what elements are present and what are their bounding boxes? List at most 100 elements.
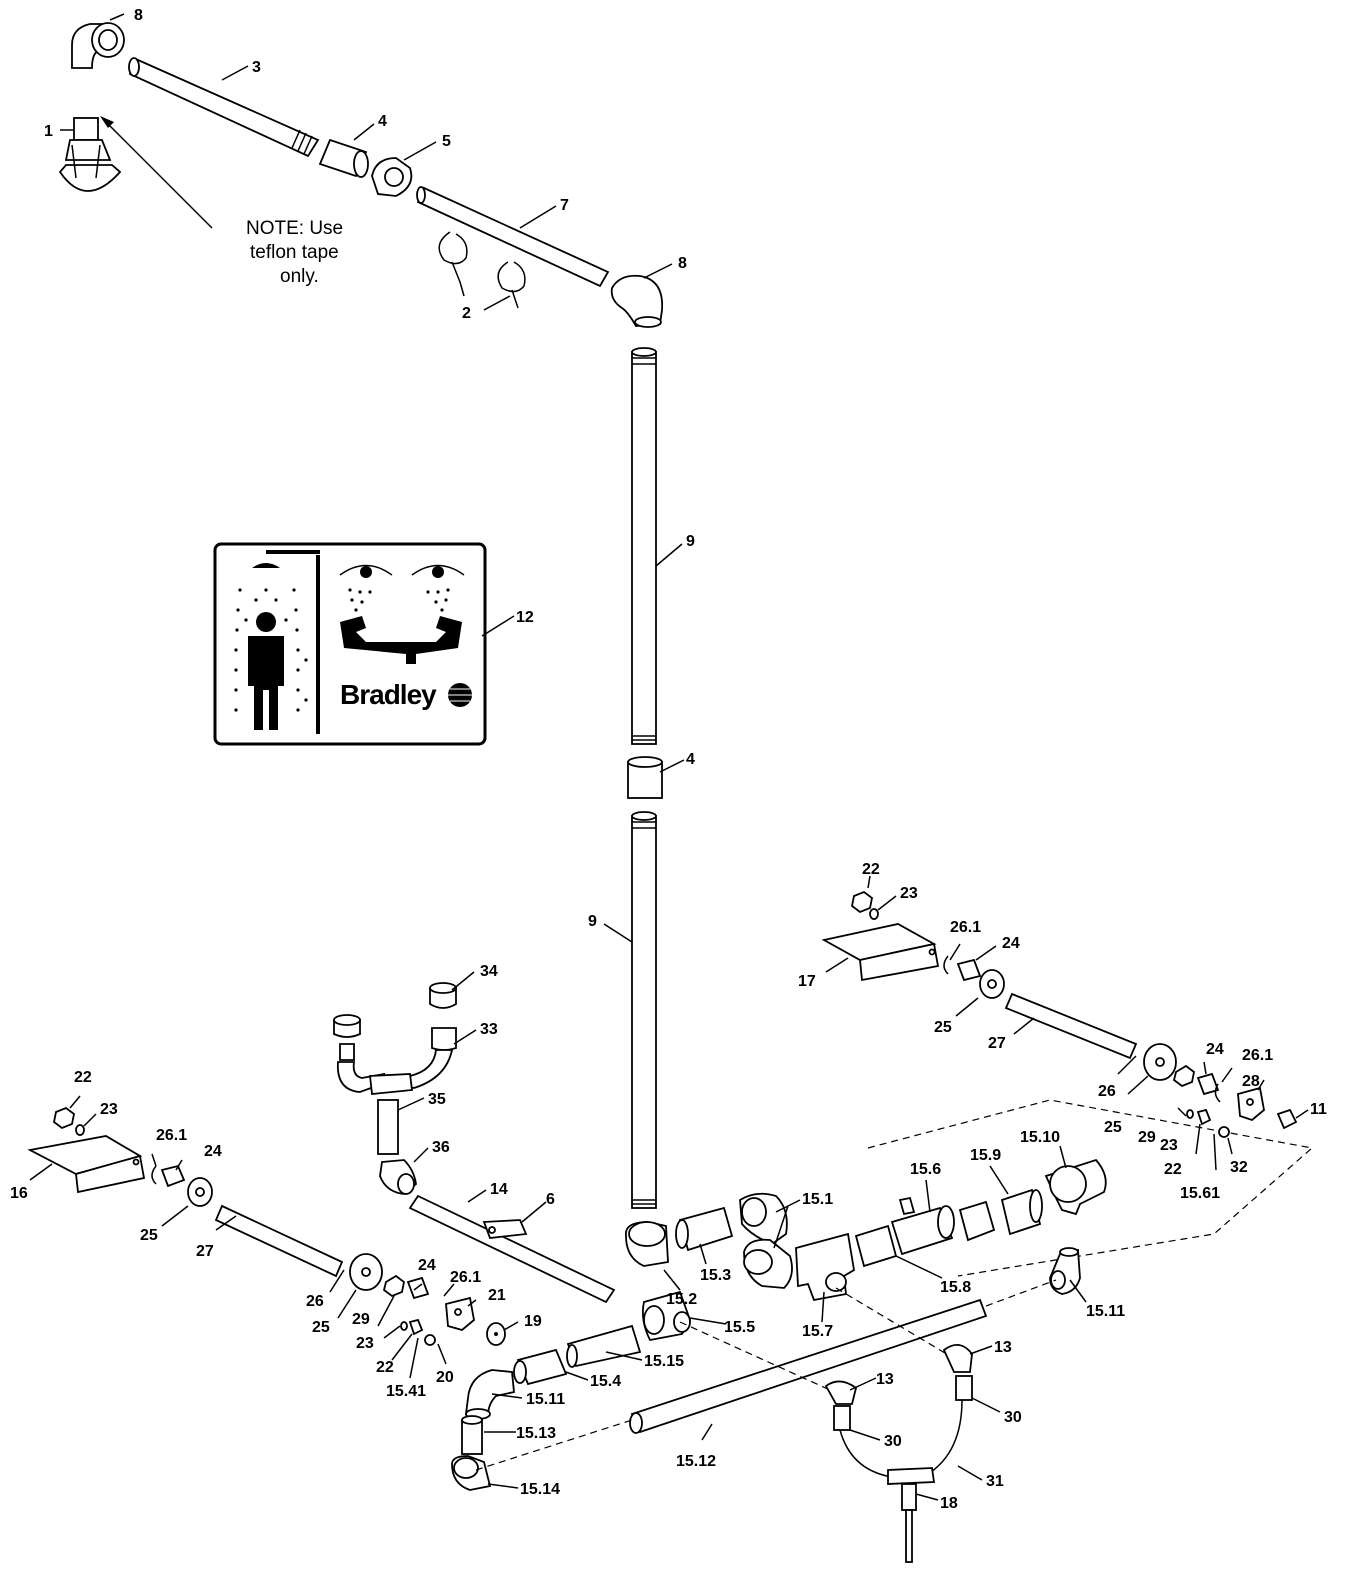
label-20: 20: [436, 1369, 454, 1386]
label-12: 12: [516, 609, 534, 626]
label-25b: 25: [1104, 1119, 1122, 1136]
label-26-1c: 26.1: [156, 1127, 187, 1144]
nipple-15-8: [854, 1224, 898, 1268]
label-26a: 26: [1098, 1083, 1116, 1100]
elbow-15-11-right: [1049, 1247, 1081, 1295]
part-labels: 8 3 1 4 5 7 8 2 9 12 4 9 22 23 26.1 24 1…: [10, 7, 1327, 1512]
label-16: 16: [10, 1185, 28, 1202]
label-30a: 30: [1004, 1409, 1022, 1426]
escutcheon-6: [482, 1219, 528, 1239]
label-28: 28: [1242, 1073, 1260, 1090]
treadle-17: [821, 923, 940, 982]
eyewash-yoke-33: [333, 1014, 457, 1095]
nipple-15-8b: [958, 1200, 996, 1242]
note-line-3: only.: [280, 266, 319, 287]
nut-24-left: [160, 1164, 186, 1188]
bushing-15-9: [1000, 1188, 1043, 1236]
brand-globe-icon: [448, 683, 472, 707]
elbow-36: [379, 1159, 417, 1195]
label-19: 19: [524, 1313, 542, 1330]
small-parts-right: [1186, 1083, 1230, 1138]
washer-25-left: [187, 1177, 213, 1207]
treadle-16: [27, 1135, 146, 1194]
pipe-7: [416, 186, 610, 288]
label-32: 32: [1230, 1159, 1248, 1176]
label-15-10: 15.10: [1020, 1129, 1060, 1146]
elbow-8-right: [610, 274, 663, 328]
nipple-15-3: [675, 1206, 734, 1252]
safety-sign-12: Bradley: [213, 542, 487, 746]
label-18: 18: [940, 1495, 958, 1512]
label-15-8: 15.8: [940, 1279, 971, 1296]
label-15-41: 15.41: [386, 1383, 426, 1400]
label-21: 21: [488, 1287, 506, 1304]
fitting-11: [1276, 1108, 1298, 1130]
label-8a: 8: [134, 7, 143, 24]
eyewash-dots: [348, 588, 450, 612]
clip-26-1-left: [151, 1165, 157, 1185]
label-27b: 27: [196, 1243, 214, 1260]
washer-23-right: [869, 908, 879, 920]
label-7: 7: [560, 197, 569, 214]
sign-brand: Bradley: [340, 679, 437, 710]
label-1: 1: [44, 123, 53, 140]
label-15-1: 15.1: [802, 1191, 833, 1208]
note-line-1: NOTE: Use: [246, 218, 343, 239]
bracket-21: [445, 1296, 475, 1331]
nut-22-left: [53, 1106, 75, 1130]
nut-22-right: [851, 890, 873, 914]
eye-icons: [339, 564, 465, 578]
valve-15-4: [513, 1348, 568, 1386]
label-15-4: 15.4: [590, 1373, 621, 1390]
label-26b: 26: [306, 1293, 324, 1310]
label-15-9: 15.9: [970, 1147, 1001, 1164]
label-25d: 25: [312, 1319, 330, 1336]
elbow-15-11-left: [464, 1369, 515, 1420]
label-11: 11: [1310, 1101, 1327, 1118]
label-15-15: 15.15: [644, 1353, 684, 1370]
tee-15-10: [1044, 1158, 1107, 1216]
label-23a: 23: [900, 885, 918, 902]
label-27a: 27: [988, 1035, 1006, 1052]
elbow-15-1-lower: [743, 1238, 793, 1289]
label-24d: 24: [418, 1257, 436, 1274]
drain-pipe-15-12: [629, 1298, 988, 1434]
label-15-7: 15.7: [802, 1323, 833, 1340]
vertical-pipe-9-lower: [631, 811, 657, 1209]
valve-box-dashed: [867, 1099, 1314, 1277]
label-26-1a: 26.1: [950, 919, 981, 936]
label-15-6: 15.6: [910, 1161, 941, 1178]
label-15-11b: 15.11: [1086, 1303, 1125, 1320]
label-22a: 22: [862, 861, 880, 878]
water-dots: [234, 588, 308, 712]
label-22b: 22: [1164, 1161, 1182, 1178]
label-3: 3: [252, 59, 261, 76]
knob-19: [486, 1322, 506, 1346]
pipe-14: [408, 1194, 616, 1304]
washer-25-left-b: [349, 1253, 383, 1291]
nut-24-left-b: [406, 1276, 430, 1300]
label-15-3: 15.3: [700, 1267, 731, 1284]
label-13b: 13: [876, 1371, 894, 1388]
label-22d: 22: [376, 1359, 394, 1376]
showerhead-1: [58, 117, 122, 192]
valve-15-6: [890, 1196, 955, 1256]
label-25a: 25: [934, 1019, 952, 1036]
label-24c: 24: [204, 1143, 222, 1160]
nut-29-right: [1172, 1064, 1195, 1088]
label-33: 33: [480, 1021, 498, 1038]
label-15-12: 15.12: [676, 1453, 716, 1470]
bracket-28: [1237, 1086, 1265, 1122]
label-9a: 9: [686, 533, 695, 550]
label-34: 34: [480, 963, 498, 980]
label-29a: 29: [1138, 1129, 1156, 1146]
teflon-note: NOTE: Use teflon tape only.: [246, 218, 343, 287]
rod-27-left: [214, 1204, 344, 1278]
label-22c: 22: [74, 1069, 92, 1086]
leader-lines: [29, 13, 1309, 1501]
label-36: 36: [432, 1139, 450, 1156]
nut-24-right: [956, 958, 982, 982]
label-31: 31: [986, 1473, 1004, 1490]
nut-29-left: [382, 1274, 405, 1298]
